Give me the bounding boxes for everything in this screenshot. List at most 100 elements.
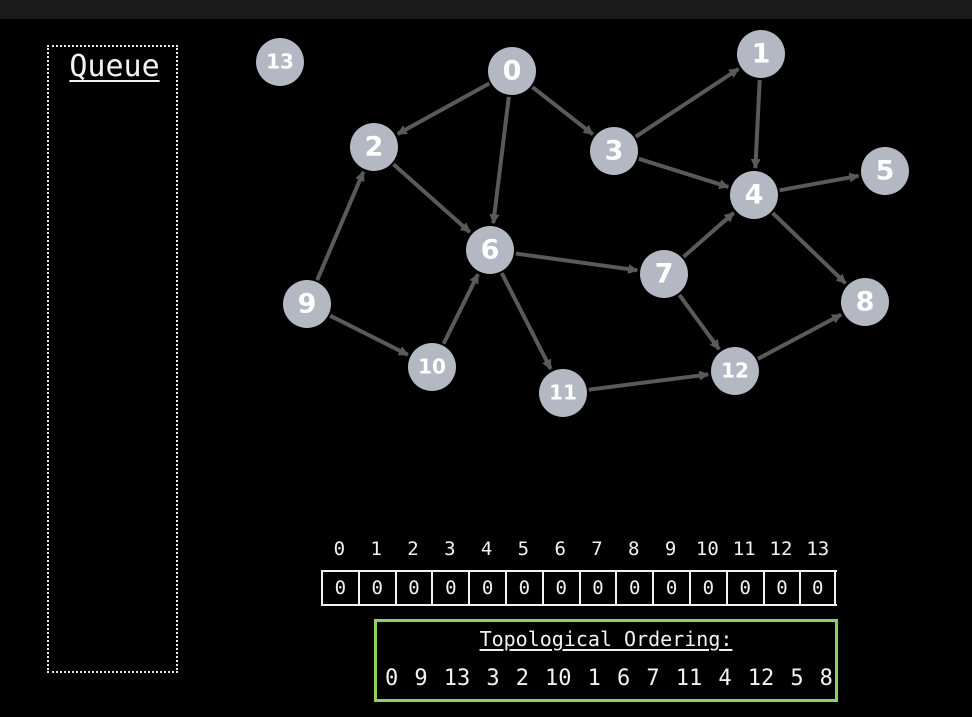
topological-ordering-item: 4 xyxy=(718,666,732,691)
edge-9-10 xyxy=(329,313,409,357)
node-circle xyxy=(737,30,785,78)
indegree-index: 13 xyxy=(806,538,830,560)
indegree-cell: 0 xyxy=(321,572,358,604)
node-label: 11 xyxy=(549,381,577,405)
edge-7-4 xyxy=(682,211,736,259)
node-6: 6 xyxy=(466,226,514,274)
node-label: 6 xyxy=(481,235,500,266)
edge-11-12 xyxy=(588,370,710,392)
indegree-cell: 0 xyxy=(688,572,726,604)
topological-ordering-item: 6 xyxy=(617,666,631,691)
node-circle xyxy=(488,47,536,95)
node-label: 13 xyxy=(266,50,294,74)
node-7: 7 xyxy=(640,250,688,298)
node-circle xyxy=(640,250,688,298)
edge-2-6 xyxy=(392,162,472,234)
topological-ordering-item: 12 xyxy=(747,666,775,691)
node-circle xyxy=(539,369,587,417)
node-circle xyxy=(861,147,909,195)
topological-ordering-title: Topological Ordering: xyxy=(479,627,733,651)
node-circle xyxy=(283,280,331,328)
node-circle xyxy=(590,127,638,175)
node-label: 2 xyxy=(365,132,384,163)
edge-3-4 xyxy=(638,156,730,189)
node-11: 11 xyxy=(539,369,587,417)
queue-title: Queue xyxy=(69,49,160,84)
edge-6-11 xyxy=(500,272,553,370)
indegree-index: 0 xyxy=(333,538,346,560)
topological-ordering-item: 0 xyxy=(385,666,399,691)
topological-ordering-item: 7 xyxy=(646,666,660,691)
node-circle xyxy=(730,171,778,219)
indegree-cell: 0 xyxy=(431,572,468,604)
topological-ordering-item: 5 xyxy=(790,666,804,691)
indegree-index: 6 xyxy=(554,538,566,560)
edge-9-2 xyxy=(315,170,366,281)
topological-ordering-item: 3 xyxy=(486,666,500,691)
node-label: 1 xyxy=(752,39,771,70)
indegree-index: 7 xyxy=(591,538,603,560)
node-1: 1 xyxy=(737,30,785,78)
node-9: 9 xyxy=(283,280,331,328)
indegree-index: 1 xyxy=(370,538,382,560)
node-4: 4 xyxy=(730,171,778,219)
topological-ordering-item: 10 xyxy=(545,666,572,691)
edge-6-7 xyxy=(515,251,639,275)
node-label: 7 xyxy=(655,259,674,290)
indegree-index: 12 xyxy=(769,538,793,560)
node-label: 8 xyxy=(856,287,875,318)
node-label: 4 xyxy=(745,180,764,211)
node-2: 2 xyxy=(350,123,398,171)
indegree-cell: 0 xyxy=(725,572,763,604)
node-label: 0 xyxy=(503,56,522,87)
edge-10-6 xyxy=(441,273,480,345)
topological-ordering-item: 9 xyxy=(414,666,428,691)
indegree-cell: 0 xyxy=(394,572,432,604)
topological-ordering-item: 11 xyxy=(675,666,703,691)
node-circle xyxy=(408,343,456,391)
edge-0-2 xyxy=(396,81,491,136)
indegree-cell: 0 xyxy=(468,572,505,604)
node-5: 5 xyxy=(861,147,909,195)
node-3: 3 xyxy=(590,127,638,175)
node-0: 0 xyxy=(488,47,536,95)
topological-ordering-item: 2 xyxy=(515,666,529,691)
node-circle xyxy=(350,123,398,171)
indegree-cell: 0 xyxy=(762,572,800,604)
indegree-index: 9 xyxy=(664,538,677,560)
indegree-index: 3 xyxy=(444,538,456,560)
indegree-index: 4 xyxy=(480,538,493,560)
edge-12-8 xyxy=(757,312,843,361)
node-circle xyxy=(466,226,514,274)
topological-ordering-item: 13 xyxy=(443,666,471,691)
edge-0-3 xyxy=(531,85,594,136)
node-13: 13 xyxy=(256,38,304,86)
indegree-cell: 0 xyxy=(652,572,689,604)
indegree-cell: 0 xyxy=(615,572,652,604)
node-label: 3 xyxy=(605,136,624,167)
indegree-cell: 0 xyxy=(578,572,616,604)
indegree-cell: 0 xyxy=(504,572,542,604)
topological-ordering-item: 1 xyxy=(587,666,601,691)
queue-panel: Queue xyxy=(47,45,178,673)
top-bar xyxy=(0,0,972,19)
indegree-index: 10 xyxy=(695,538,719,560)
indegree-index: 2 xyxy=(407,538,419,560)
indegree-index: 11 xyxy=(732,538,756,560)
indegree-cell: 0 xyxy=(541,572,579,604)
indegree-index: 5 xyxy=(517,538,530,560)
indegree-cell: 0 xyxy=(357,572,395,604)
edge-3-1 xyxy=(634,67,740,139)
edge-0-6 xyxy=(489,96,511,225)
indegree-cell: 0 xyxy=(799,572,837,604)
edge-4-5 xyxy=(779,172,860,193)
topological-ordering-item: 8 xyxy=(819,666,833,691)
node-12: 12 xyxy=(711,347,759,395)
edge-1-4 xyxy=(750,79,762,170)
indegree-index: 8 xyxy=(628,538,640,560)
node-circle xyxy=(711,347,759,395)
